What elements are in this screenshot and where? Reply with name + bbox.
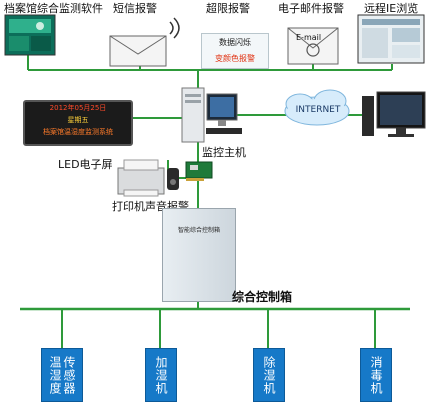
- email-envelope-icon: [287, 27, 339, 65]
- monitoring-host-computer-icon: [181, 87, 242, 143]
- label-sms-alarm: 短信报警: [113, 2, 157, 15]
- internet-label: INTERNET: [295, 105, 341, 115]
- device-temp-humidity-sensor: 温湿度 传感器: [41, 348, 83, 402]
- device-humidifier-label: 加湿机: [154, 355, 168, 395]
- label-overlimit-alarm: 超限报警: [206, 2, 250, 15]
- remote-browser-screenshot-icon: [357, 14, 425, 64]
- control-cabinet: 智能综合控制箱: [162, 208, 236, 302]
- internet-cloud-icon: [284, 89, 350, 126]
- printer-icon: [117, 159, 165, 197]
- device-sterilizer: 消毒机: [360, 348, 392, 402]
- device-humidifier: 加湿机: [145, 348, 177, 402]
- label-control-cabinet: 综合控制箱: [232, 290, 293, 304]
- device-sensor-col1: 温湿度: [48, 355, 62, 395]
- led-line-system: 档案馆温湿度监测系统: [43, 128, 113, 136]
- led-screen: 2012年05月25日 星期五 档案馆温湿度监测系统: [23, 100, 133, 146]
- device-dehumidifier-label: 除湿机: [262, 355, 276, 395]
- led-line-date: 2012年05月25日: [49, 104, 107, 112]
- software-screenshot-icon: [4, 14, 56, 56]
- sound-card-icon: [185, 161, 213, 181]
- led-line-weekday: 星期五: [67, 116, 89, 124]
- remote-pc-icon: [362, 91, 426, 137]
- label-email-alarm: 电子邮件报警: [278, 2, 344, 15]
- sms-envelope-icon: [109, 17, 180, 67]
- device-sterilizer-label: 消毒机: [369, 355, 383, 395]
- label-led-screen: LED电子屏: [58, 158, 113, 171]
- device-sensor-col2: 传感器: [62, 355, 76, 395]
- label-remote-browse: 远程IE浏览: [364, 2, 419, 15]
- overlimit-alarm-panel: 数据闪烁 变颜色报警: [201, 33, 269, 69]
- alarm-note-line2: 变颜色报警: [215, 54, 255, 63]
- email-envelope-text: E-mail: [296, 33, 322, 42]
- label-monitoring-host: 监控主机: [202, 146, 246, 159]
- speaker-icon: [167, 168, 179, 190]
- alarm-note-line1: 数据闪烁: [219, 38, 251, 47]
- device-dehumidifier: 除湿机: [253, 348, 285, 402]
- cabinet-plate-text: 智能综合控制箱: [177, 227, 220, 234]
- label-software: 档案馆综合监测软件: [4, 2, 103, 15]
